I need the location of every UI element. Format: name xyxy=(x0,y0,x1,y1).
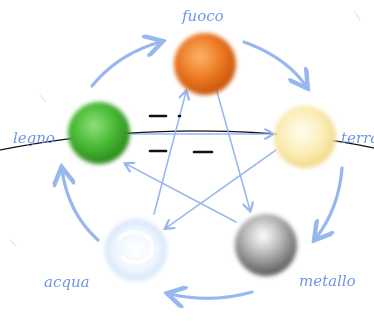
element-earth xyxy=(274,106,336,168)
generating-cycle-arrows xyxy=(62,40,344,298)
arrow-metal-to-wood xyxy=(126,164,237,223)
fire-sphere xyxy=(174,33,236,95)
wood-label: legno xyxy=(13,129,55,147)
controlling-star-arrows xyxy=(126,87,277,228)
element-wood xyxy=(68,102,130,164)
arrow-metal-to-water xyxy=(170,292,254,298)
element-metal xyxy=(235,214,297,276)
arrow-wood-to-fire xyxy=(90,42,160,88)
element-fire xyxy=(174,33,236,95)
arrow-water-to-fire xyxy=(153,92,186,215)
arrow-water-to-wood xyxy=(62,170,100,242)
element-water xyxy=(105,219,167,281)
wood-sphere xyxy=(68,102,130,164)
earth-label: terra xyxy=(341,129,374,147)
metal-sphere xyxy=(235,214,297,276)
dash-marks xyxy=(148,114,214,154)
earth-sphere xyxy=(274,106,336,168)
arrow-fire-to-metal xyxy=(215,87,250,210)
fire-label: fuoco xyxy=(181,7,224,25)
arrow-fire-to-earth xyxy=(242,40,306,86)
water-label: acqua xyxy=(44,273,90,291)
water-swirl xyxy=(116,230,155,265)
arrow-earth-to-water xyxy=(166,149,277,228)
arrow-earth-to-metal xyxy=(316,166,344,238)
metal-label: metallo xyxy=(299,272,356,290)
water-sphere xyxy=(105,219,167,281)
